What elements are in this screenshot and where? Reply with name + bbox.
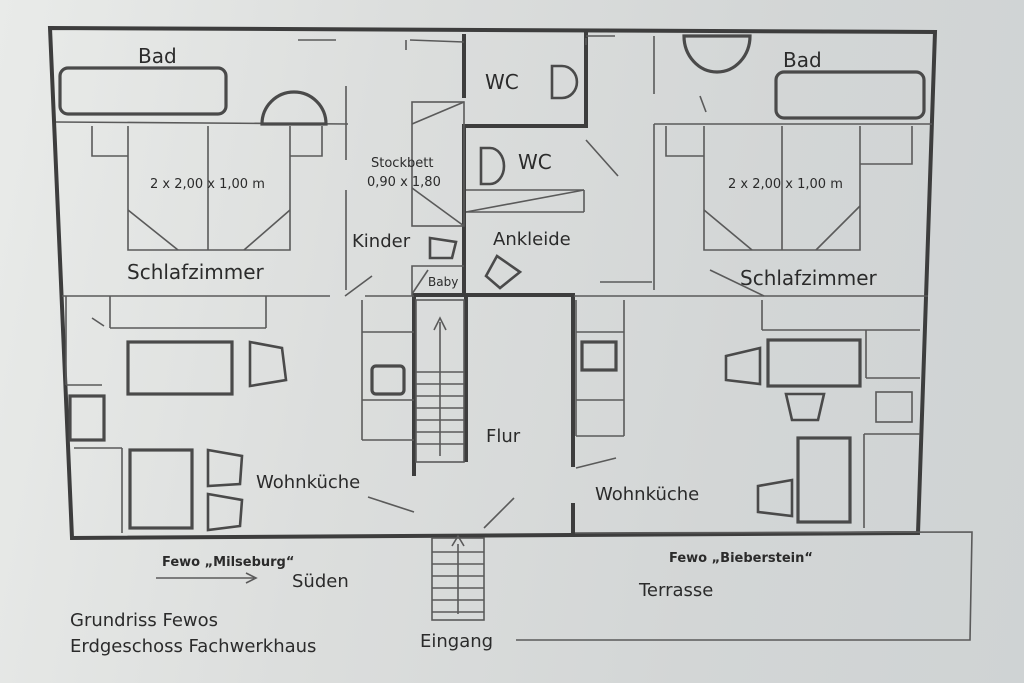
partition-line <box>409 39 465 43</box>
label-ankleide: Ankleide <box>493 229 571 250</box>
dining-table-left <box>128 448 194 530</box>
sink-left <box>370 364 406 396</box>
chair <box>784 392 826 422</box>
south-arrow-icon <box>156 572 258 584</box>
nightstand <box>290 126 323 157</box>
cabinet <box>68 394 106 442</box>
label-stockbett-size: 0,90 x 1,80 <box>367 175 441 190</box>
bunk-bed <box>411 101 465 227</box>
cabinet <box>875 391 913 423</box>
partition-line <box>483 497 515 529</box>
bed-line <box>127 209 179 251</box>
label-wohnkueche-right: Wohnküche <box>595 484 699 505</box>
bed-line <box>815 205 861 251</box>
stairs-entrance <box>431 534 485 621</box>
label-wohnkueche-left: Wohnküche <box>256 472 360 493</box>
table-right <box>766 338 862 388</box>
label-wc-mid: WC <box>518 150 552 174</box>
label-schlafzimmer-right: Schlafzimmer <box>740 266 878 290</box>
caption-subtitle: Erdgeschoss Fachwerkhaus <box>70 636 316 657</box>
toilet-mid-wc <box>479 146 506 186</box>
bunk-line <box>411 187 465 227</box>
caption-title: Grundriss Fewos <box>70 610 218 631</box>
chair <box>756 478 794 518</box>
label-eingang: Eingang <box>420 631 493 652</box>
chair <box>248 340 288 388</box>
outer-wall <box>47 25 938 541</box>
partition-line <box>699 95 707 113</box>
bed-line <box>703 209 753 251</box>
toilet-top-wc <box>550 64 579 100</box>
partition-line <box>575 457 617 469</box>
dining-table-right <box>796 436 852 524</box>
partition-line <box>585 139 619 177</box>
bathtub-left <box>58 66 228 116</box>
label-terrasse: Terrasse <box>638 580 713 601</box>
baby-bed-line <box>411 269 429 295</box>
chair <box>206 492 244 532</box>
nightstand <box>860 126 913 165</box>
sink-right <box>580 340 618 372</box>
chair <box>724 346 762 386</box>
label-flur: Flur <box>486 426 521 447</box>
table-left <box>126 340 234 396</box>
label-stockbett: Stockbett <box>371 156 433 171</box>
baby-bed <box>411 265 464 296</box>
partition-line <box>709 269 765 297</box>
chair <box>206 448 244 488</box>
partition-line <box>91 317 105 327</box>
label-fewo-milseburg: Fewo „Milseburg“ <box>162 555 294 570</box>
bed-left <box>127 126 291 251</box>
stairs-inner <box>415 299 465 463</box>
bed-line <box>243 209 291 251</box>
label-fewo-bieberstein: Fewo „Bieberstein“ <box>669 551 813 566</box>
label-schlafzimmer-left: Schlafzimmer <box>127 260 265 284</box>
partition-line <box>465 189 585 213</box>
nightstand <box>665 126 704 157</box>
shower-left <box>260 90 328 126</box>
bathtub-right <box>774 70 926 120</box>
label-kinder: Kinder <box>352 231 411 252</box>
bunk-line <box>411 101 465 125</box>
label-sueden: Süden <box>292 571 349 592</box>
label-baby: Baby <box>428 275 458 289</box>
label-bed-left: 2 x 2,00 x 1,00 m <box>150 177 265 192</box>
partition-line <box>367 496 415 513</box>
label-bed-right: 2 x 2,00 x 1,00 m <box>728 177 843 192</box>
label-bad-left: Bad <box>138 44 177 68</box>
nightstand <box>91 126 128 157</box>
shower-right <box>682 34 752 74</box>
label-wc-top: WC <box>485 70 519 94</box>
partition-line <box>344 275 373 297</box>
ankleide-chair <box>484 254 523 290</box>
toilet-kinder <box>428 236 458 260</box>
label-bad-right: Bad <box>783 48 822 72</box>
terrace-outline <box>516 531 973 641</box>
